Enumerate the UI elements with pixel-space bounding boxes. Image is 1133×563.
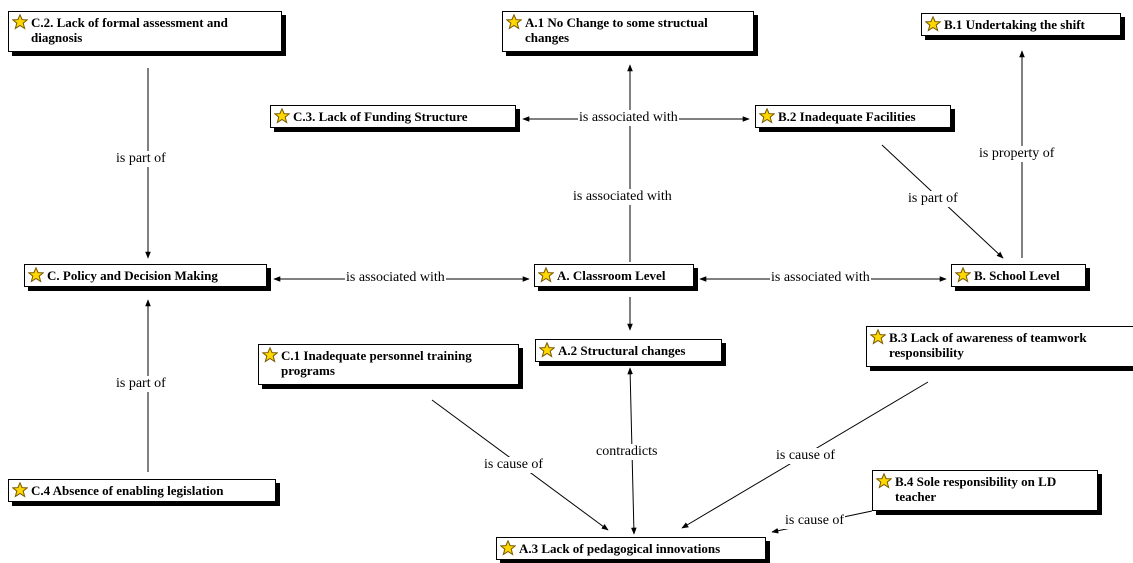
concept-star-icon [955, 267, 971, 283]
concept-node-b3[interactable]: B.3 Lack of awareness of teamwork respon… [866, 326, 1133, 367]
link-label-b2-b: is part of [907, 191, 959, 207]
concept-node-label: A.3 Lack of pedagogical innovations [519, 541, 721, 556]
concept-star-icon [925, 16, 941, 32]
link-label-c4-c: is part of [115, 376, 167, 392]
concept-star-icon [28, 267, 44, 283]
concept-node-c3[interactable]: C.3. Lack of Funding Structure [270, 105, 516, 128]
concept-node-label: C.2. Lack of formal assessment and diagn… [31, 15, 228, 45]
concept-node-b4[interactable]: B.4 Sole responsibility on LD teacher [872, 470, 1098, 511]
concept-node-a[interactable]: A. Classroom Level [534, 264, 694, 287]
concept-star-icon [759, 108, 775, 124]
link-label-a-b: is associated with [770, 270, 871, 286]
concept-node-label: C.1 Inadequate personnel training progra… [281, 348, 472, 378]
concept-star-icon [876, 473, 892, 489]
concept-node-a1[interactable]: A.1 No Change to some structual changes [502, 11, 754, 52]
concept-node-label: B.3 Lack of awareness of teamwork respon… [889, 330, 1087, 360]
concept-node-a2[interactable]: A.2 Structural changes [535, 339, 722, 362]
concept-node-label: A. Classroom Level [557, 268, 666, 283]
concept-star-icon [538, 267, 554, 283]
link-label-b-b1: is property of [978, 146, 1056, 162]
concept-node-c1[interactable]: C.1 Inadequate personnel training progra… [258, 344, 519, 385]
link-label-c3-b2: is associated with [578, 110, 679, 126]
link-label-c1-a3: is cause of [483, 457, 545, 473]
concept-star-icon [12, 14, 28, 30]
link-label-a-a1: is associated with [572, 189, 673, 205]
concept-node-label: A.1 No Change to some structual changes [525, 15, 708, 45]
concept-star-icon [500, 540, 516, 556]
concept-node-label: B.4 Sole responsibility on LD teacher [895, 474, 1057, 504]
concept-node-label: A.2 Structural changes [558, 343, 686, 358]
concept-star-icon [262, 347, 278, 363]
concept-node-label: C.4 Absence of enabling legislation [31, 483, 224, 498]
concept-node-b2[interactable]: B.2 Inadequate Facilities [755, 105, 951, 128]
concept-node-label: B. School Level [974, 268, 1060, 283]
link-label-c2-c: is part of [115, 151, 167, 167]
link-label-a2-a3: contradicts [595, 444, 659, 460]
link-label-c-a: is associated with [345, 270, 446, 286]
concept-node-b[interactable]: B. School Level [951, 264, 1086, 287]
concept-node-a3[interactable]: A.3 Lack of pedagogical innovations [496, 537, 766, 560]
concept-star-icon [12, 482, 28, 498]
link-label-b3-a3: is cause of [775, 448, 837, 464]
concept-node-c4[interactable]: C.4 Absence of enabling legislation [8, 479, 276, 502]
link-label-b4-a3: is cause of [784, 513, 846, 529]
concept-star-icon [274, 108, 290, 124]
concept-star-icon [870, 329, 886, 345]
concept-node-label: C.3. Lack of Funding Structure [293, 109, 468, 124]
concept-star-icon [539, 342, 555, 358]
concept-node-c[interactable]: C. Policy and Decision Making [24, 264, 267, 287]
concept-node-label: B.1 Undertaking the shift [944, 17, 1085, 32]
concept-node-c2[interactable]: C.2. Lack of formal assessment and diagn… [8, 11, 282, 52]
concept-node-b1[interactable]: B.1 Undertaking the shift [921, 13, 1121, 36]
concept-node-label: B.2 Inadequate Facilities [778, 109, 916, 124]
concept-star-icon [506, 14, 522, 30]
concept-node-label: C. Policy and Decision Making [47, 268, 218, 283]
